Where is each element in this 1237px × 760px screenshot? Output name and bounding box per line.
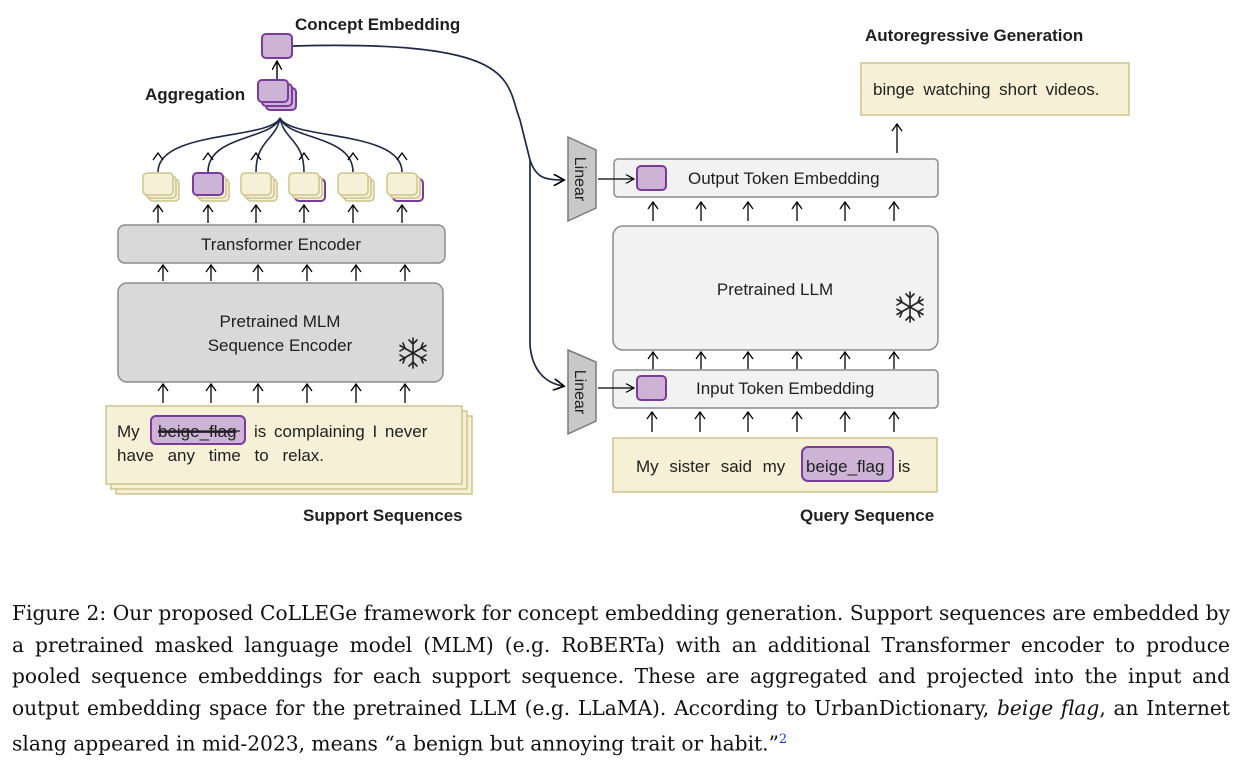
aggregation-stack bbox=[257, 79, 297, 111]
support-concept-highlight bbox=[150, 415, 246, 445]
support-to-mlm-arrows bbox=[157, 382, 411, 403]
linear-bottom-trapezoid bbox=[567, 348, 597, 436]
query-sequence-label: Query Sequence bbox=[800, 506, 934, 525]
support-text-line2: have any time to relax. bbox=[117, 446, 324, 465]
curve-arrowheads bbox=[152, 151, 408, 161]
aggregation-label: Aggregation bbox=[145, 85, 245, 104]
pooled-embedding-3 bbox=[240, 172, 278, 202]
pooled-embedding-6 bbox=[386, 172, 424, 202]
colleg-diagram: Concept Embedding Aggregation bbox=[105, 15, 1130, 525]
transformer-encoder-label: Transformer Encoder bbox=[201, 235, 361, 254]
concept-to-linear-bottom-curve bbox=[529, 160, 563, 386]
concept-to-linear-top-curve bbox=[292, 44, 563, 180]
figure-caption: Figure 2: Our proposed CoLLEGe framework… bbox=[12, 598, 1230, 760]
query-text-suffix: is bbox=[898, 457, 910, 476]
linear-bottom-label: Linear bbox=[571, 370, 588, 415]
support-sequences-label: Support Sequences bbox=[303, 506, 463, 525]
pretrained-mlm-label-line2: Sequence Encoder bbox=[208, 336, 353, 355]
encoder-to-pooled-arrows bbox=[152, 203, 408, 223]
pooled-embedding-5 bbox=[337, 172, 375, 202]
pretrained-llm-box bbox=[612, 225, 939, 351]
pooled-embedding-2 bbox=[192, 172, 230, 202]
query-concept-highlight bbox=[801, 446, 894, 482]
input-token-embedding-box bbox=[612, 369, 939, 409]
input-to-llm-arrows bbox=[647, 350, 900, 369]
query-concept-token: beige_flag bbox=[806, 457, 884, 476]
mlm-to-encoder-arrows bbox=[157, 263, 411, 281]
autoregressive-generation-label: Autoregressive Generation bbox=[865, 26, 1083, 45]
input-token-embedding-label: Input Token Embedding bbox=[696, 379, 874, 398]
support-text-rest: is complaining I never bbox=[254, 422, 428, 441]
generation-text: binge watching short videos. bbox=[873, 80, 1100, 99]
output-token-embedding-box bbox=[613, 158, 939, 198]
pretrained-mlm-label-line1: Pretrained MLM bbox=[220, 312, 341, 331]
concept-embedding-label: Concept Embedding bbox=[295, 15, 460, 34]
caption-text-2: , an Internet slang appeared in mid-2023… bbox=[12, 695, 1230, 756]
support-text-word: My bbox=[117, 422, 140, 441]
output-to-generation-arrow bbox=[891, 122, 903, 153]
pretrained-mlm-box bbox=[117, 282, 444, 383]
caption-text-1: Figure 2: Our proposed CoLLEGe framework… bbox=[12, 601, 1230, 720]
linear-top-trapezoid bbox=[567, 135, 597, 223]
concept-embedding-box bbox=[261, 33, 293, 59]
llm-to-output-arrows bbox=[647, 200, 900, 221]
pooled-embeddings bbox=[142, 172, 424, 202]
pooled-embedding-1 bbox=[142, 172, 180, 202]
query-to-input-arrows bbox=[646, 410, 900, 432]
caption-italic-term: beige flag bbox=[996, 695, 1100, 720]
query-text-prefix: My sister said my bbox=[636, 457, 786, 476]
generation-box bbox=[860, 62, 1130, 116]
input-concept-embedding bbox=[636, 375, 667, 401]
output-token-embedding-label: Output Token Embedding bbox=[688, 169, 880, 188]
linear-top-label: Linear bbox=[571, 157, 588, 202]
footnote-marker[interactable]: 2 bbox=[778, 732, 788, 747]
pretrained-llm-label: Pretrained LLM bbox=[717, 280, 833, 299]
transformer-encoder-box bbox=[117, 224, 446, 264]
pooled-embedding-4 bbox=[288, 172, 326, 202]
aggregation-curves bbox=[157, 117, 403, 173]
output-concept-embedding bbox=[636, 165, 667, 191]
